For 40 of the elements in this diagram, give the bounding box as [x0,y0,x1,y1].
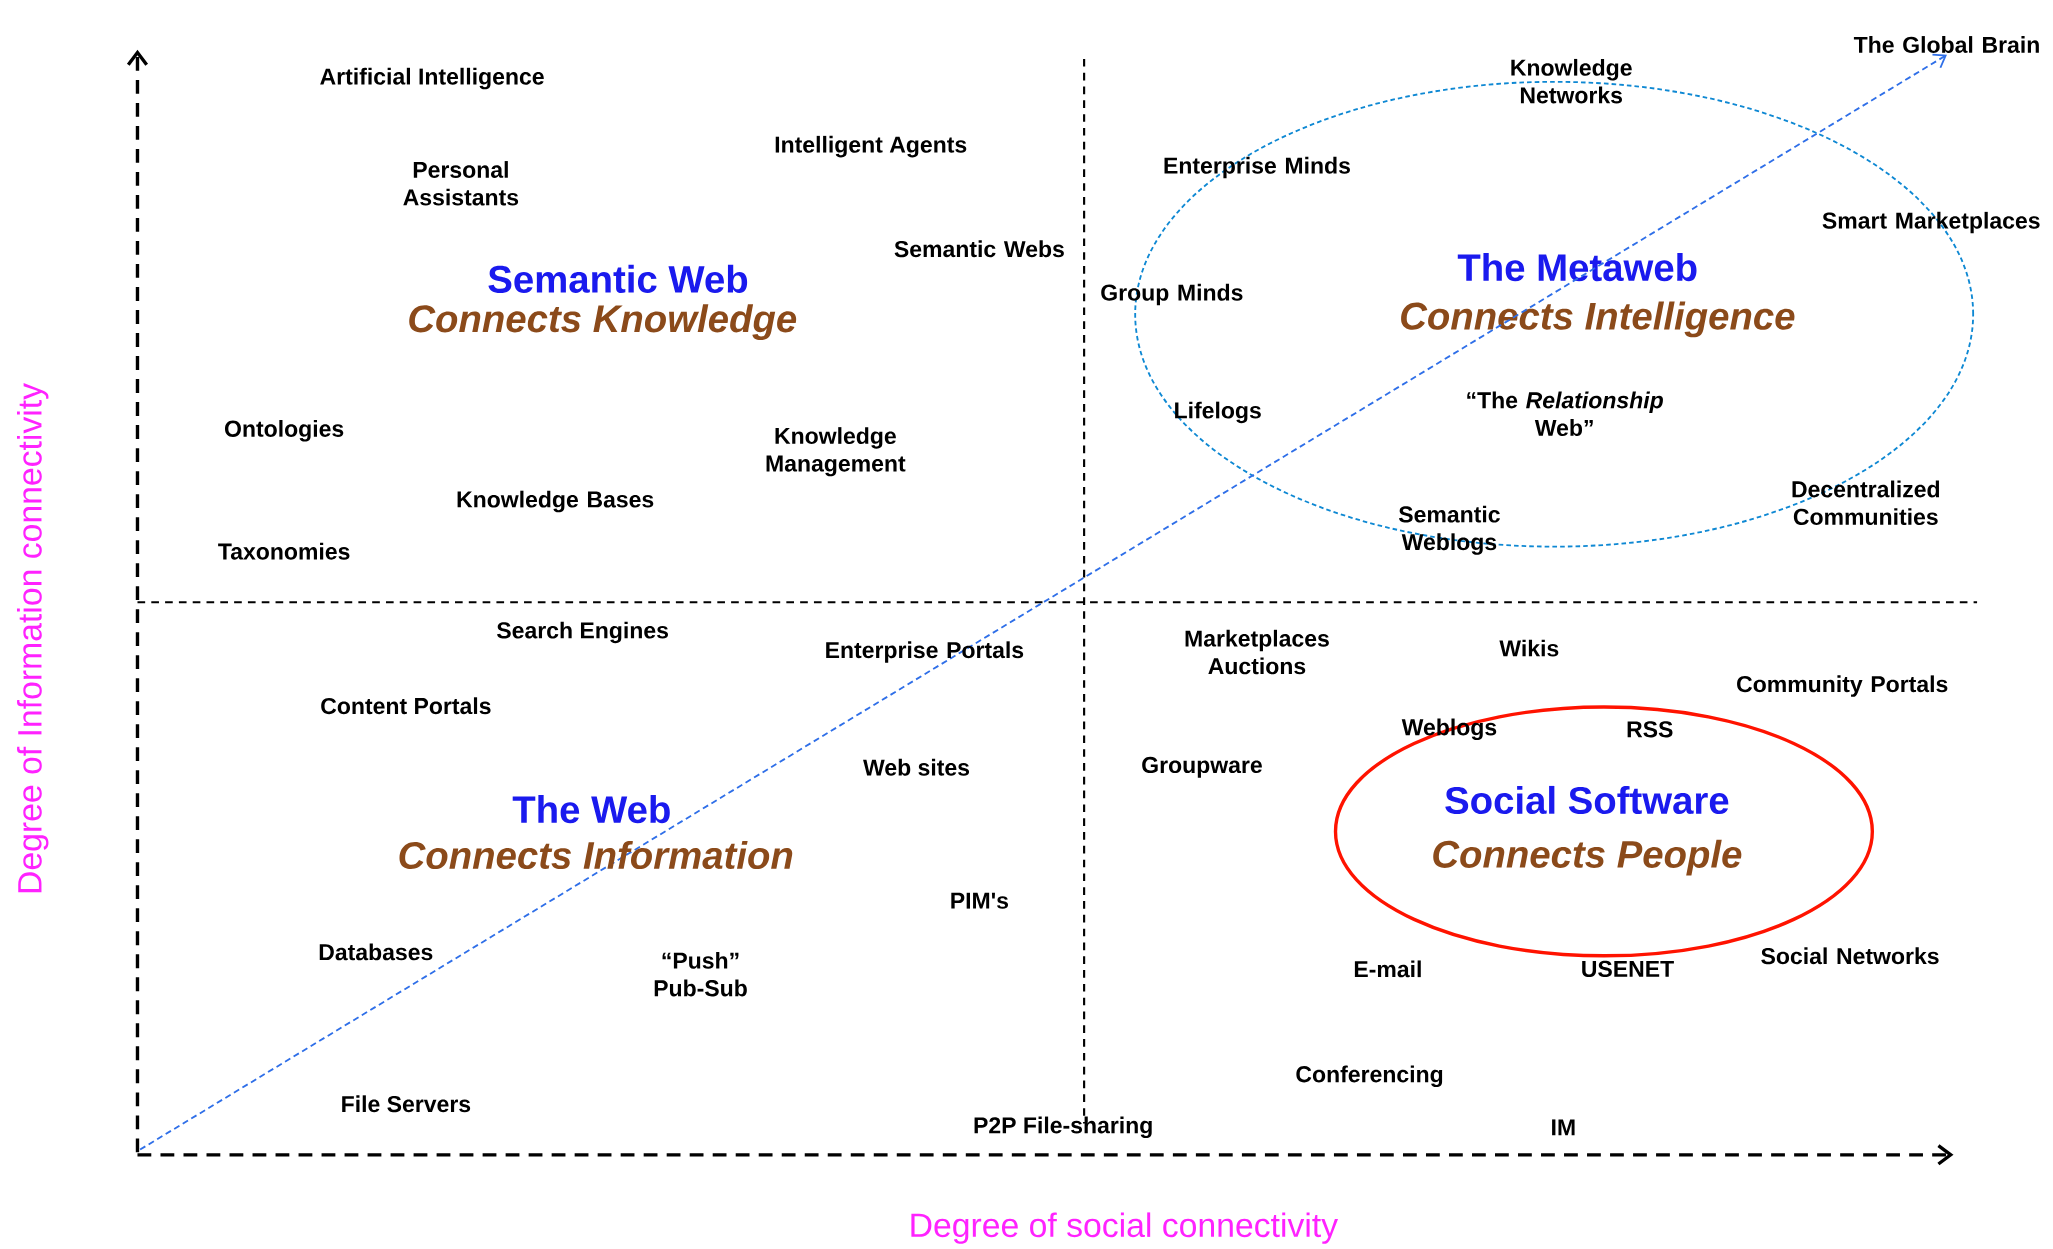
item-label: File Servers [342,1095,471,1113]
item-label: P2P File-sharing [974,1116,1152,1139]
item-label: Group Minds [1101,283,1243,306]
item-label: RSS [1627,721,1673,738]
item-label: Artificial Intelligence [320,67,544,90]
item-label: “Push” Pub-Sub [654,951,747,997]
item-label: Knowledge Management [766,427,906,477]
item-label: Databases [319,943,433,961]
item-label: Knowledge Networks [1511,58,1632,104]
item-label: Web sites [863,758,970,776]
item-label: IM [1552,1119,1575,1136]
quadrant-heading: The Web [512,795,670,824]
item-label: Enterprise Minds [1164,156,1350,179]
item-label: Smart Marketplaces [1822,211,2040,234]
item-label: Semantic Weblogs [1398,505,1500,555]
item-label: Marketplaces Auctions [1185,629,1329,675]
item-label: Intelligent Agents [775,135,967,158]
item-label: The Global Brain [1853,36,2039,53]
item-label: Knowledge Bases [457,490,654,513]
item-label: Taxonomies [218,542,350,560]
quadrant-subheading: Connects Knowledge [409,304,797,340]
item-label: Lifelogs [1175,401,1261,424]
item-label: Wikis [1499,639,1559,657]
item-label: Community Portals [1737,675,1948,697]
item-label: Personal Assistants [403,161,519,206]
dashed-arrow [139,53,1947,1151]
item-label: Conferencing [1296,1065,1443,1087]
item-label: Ontologies [225,419,344,442]
quadrant-heading: Semantic Web [488,264,748,293]
item-label: Search Engines [497,621,668,644]
item-label: PIM's [951,892,1008,909]
item-label: Groupware [1142,756,1262,778]
axis-label: Degree of social connectivity [911,1212,1338,1244]
item-label: Decentralized Communities [1792,480,1940,525]
item-label: “The Relationship Web” [1467,391,1663,436]
item-label: Semantic Webs [894,240,1064,258]
item-label: Content Portals [321,697,491,715]
quadrant-subheading: Connects Information [399,840,793,870]
item-label: Enterprise Portals [826,641,1024,663]
axis-label: Degree of Information connectivity [17,383,49,893]
